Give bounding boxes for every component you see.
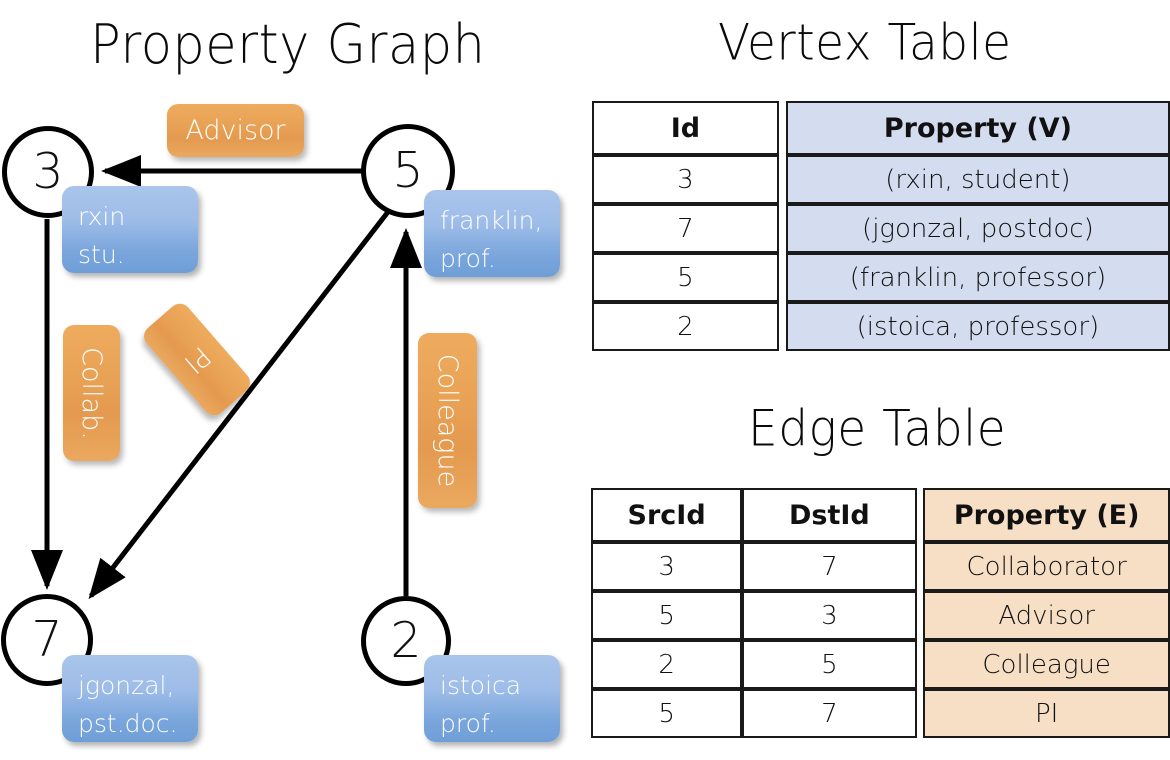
vertex-table: Id Property (V) 3 (rxin, student) 7 (jgo… — [592, 101, 1170, 351]
vertex-table-column-gap — [779, 204, 786, 253]
edge-cell-dstid: 3 — [742, 591, 917, 640]
edge-cell-srcid: 5 — [591, 689, 743, 738]
vertex-table-column-gap — [779, 302, 786, 351]
vertex-cell-property: (rxin, student) — [785, 155, 1170, 204]
vertex-table-header-row: Id Property (V) — [592, 101, 1170, 155]
graph-node-7-id: 7 — [31, 610, 63, 668]
vertex-property-box-2: istoica prof. — [424, 655, 560, 742]
table-row: 5 3 Advisor — [591, 591, 1170, 640]
table-row: 3 (rxin, student) — [592, 155, 1170, 204]
edge-cell-dstid: 5 — [742, 640, 917, 689]
table-row: 2 5 Colleague — [591, 640, 1170, 689]
edge-table-header-srcid: SrcId — [591, 488, 743, 542]
edge-table-column-gap — [917, 591, 924, 640]
edge-label-advisor: Advisor — [167, 104, 304, 157]
graph-edges-svg — [31, 155, 422, 600]
edge-cell-property: Colleague — [923, 640, 1170, 689]
page-title-vertex-table: Vertex Table — [718, 14, 1012, 73]
edge-cell-srcid: 3 — [591, 542, 743, 591]
edge-table-column-gap — [917, 542, 924, 591]
edge-table-column-gap — [917, 488, 924, 542]
vertex-table-column-gap — [779, 155, 786, 204]
table-row: 7 (jgonzal, postdoc) — [592, 204, 1170, 253]
edge-cell-property: PI — [923, 689, 1170, 738]
table-row: 2 (istoica, professor) — [592, 302, 1170, 351]
vertex-cell-id: 5 — [592, 253, 779, 302]
graph-node-2-id: 2 — [390, 611, 422, 669]
vertex-table-header-property: Property (V) — [785, 101, 1170, 155]
graph-node-2: 2 — [361, 596, 451, 686]
table-row: 3 7 Collaborator — [591, 542, 1170, 591]
vertex-table-column-gap — [779, 253, 786, 302]
vertex-cell-id: 3 — [592, 155, 779, 204]
edge-cell-srcid: 5 — [591, 591, 743, 640]
page-title-edge-table: Edge Table — [748, 400, 1007, 459]
vertex-table-header-id: Id — [592, 101, 779, 155]
edge-label-collab-text: Collab. — [76, 346, 107, 440]
vertex-property-box-7: jgonzal, pst.doc. — [62, 655, 198, 742]
vertex-cell-property: (franklin, professor) — [785, 253, 1170, 302]
graph-node-5-id: 5 — [392, 141, 424, 199]
graph-node-3-id: 3 — [32, 142, 64, 200]
edge-cell-dstid: 7 — [742, 689, 917, 738]
vertex-cell-id: 7 — [592, 204, 779, 253]
edge-label-colleague-text: Colleague — [432, 353, 463, 488]
edge-label-collab: Collab. — [63, 325, 120, 461]
edge-cell-property: Collaborator — [923, 542, 1170, 591]
vertex-cell-property: (istoica, professor) — [785, 302, 1170, 351]
edge-label-advisor-text: Advisor — [185, 115, 286, 146]
graph-node-5: 5 — [361, 124, 455, 218]
property-graph-diagram: Advisor PI Collab. Colleague 3 5 7 2 rxi… — [1, 104, 560, 742]
vertex-property-box-3: rxin stu. — [62, 186, 198, 273]
edge-5-to-7-pi — [88, 206, 393, 600]
vertex-cell-property: (jgonzal, postdoc) — [785, 204, 1170, 253]
page-title-property-graph: Property Graph — [90, 14, 486, 77]
edge-table-column-gap — [917, 640, 924, 689]
edge-table: SrcId DstId Property (E) 3 7 Collaborato… — [591, 488, 1170, 738]
edge-table-header-dstid: DstId — [742, 488, 917, 542]
edge-cell-srcid: 2 — [591, 640, 743, 689]
vertex-table-column-gap — [779, 101, 786, 155]
edge-cell-dstid: 7 — [742, 542, 917, 591]
edge-label-pi-text: PI — [177, 339, 217, 380]
edge-table-header-property: Property (E) — [923, 488, 1170, 542]
edge-label-colleague: Colleague — [418, 333, 477, 508]
vertex-cell-id: 2 — [592, 302, 779, 351]
edge-table-header-row: SrcId DstId Property (E) — [591, 488, 1170, 542]
table-row: 5 (franklin, professor) — [592, 253, 1170, 302]
vertex-property-box-5: franklin, prof. — [424, 190, 560, 277]
edge-cell-property: Advisor — [923, 591, 1170, 640]
table-row: 5 7 PI — [591, 689, 1170, 738]
edge-table-column-gap — [917, 689, 924, 738]
